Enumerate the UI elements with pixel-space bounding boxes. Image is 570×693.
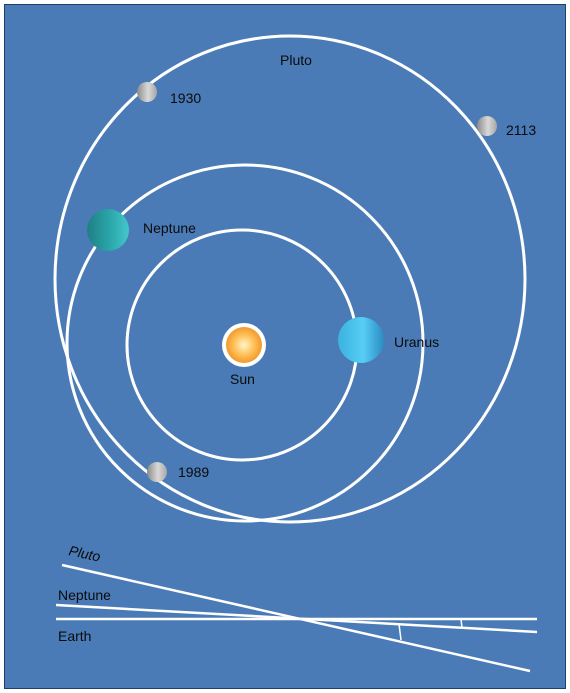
neptune-plane-label: Neptune bbox=[58, 587, 111, 603]
uranus-label: Uranus bbox=[394, 334, 439, 350]
neptune-planet bbox=[87, 209, 129, 251]
sun-label: Sun bbox=[230, 371, 255, 387]
earth-plane-label: Earth bbox=[58, 628, 91, 644]
pluto-1989-marker bbox=[147, 462, 167, 482]
pluto-plane-line bbox=[61, 563, 531, 673]
uranus-planet bbox=[338, 317, 384, 363]
diagram-panel bbox=[4, 4, 566, 689]
neptune-orbit bbox=[65, 163, 425, 523]
neptune-angle-tick bbox=[460, 618, 463, 629]
neptune-label: Neptune bbox=[143, 220, 196, 236]
sun bbox=[226, 327, 262, 363]
inclination-diagram: Pluto Neptune Earth bbox=[55, 542, 538, 673]
pluto-angle-tick bbox=[398, 623, 402, 641]
pluto-orbit bbox=[53, 34, 527, 524]
year-2113-label: 2113 bbox=[506, 122, 536, 138]
year-1930-label: 1930 bbox=[170, 90, 201, 106]
pluto-orbit-label: Pluto bbox=[280, 52, 312, 68]
year-1989-label: 1989 bbox=[178, 464, 209, 480]
pluto-plane-label: Pluto bbox=[67, 542, 102, 564]
pluto-2113-marker bbox=[477, 116, 497, 136]
pluto-1930-marker bbox=[137, 82, 157, 102]
